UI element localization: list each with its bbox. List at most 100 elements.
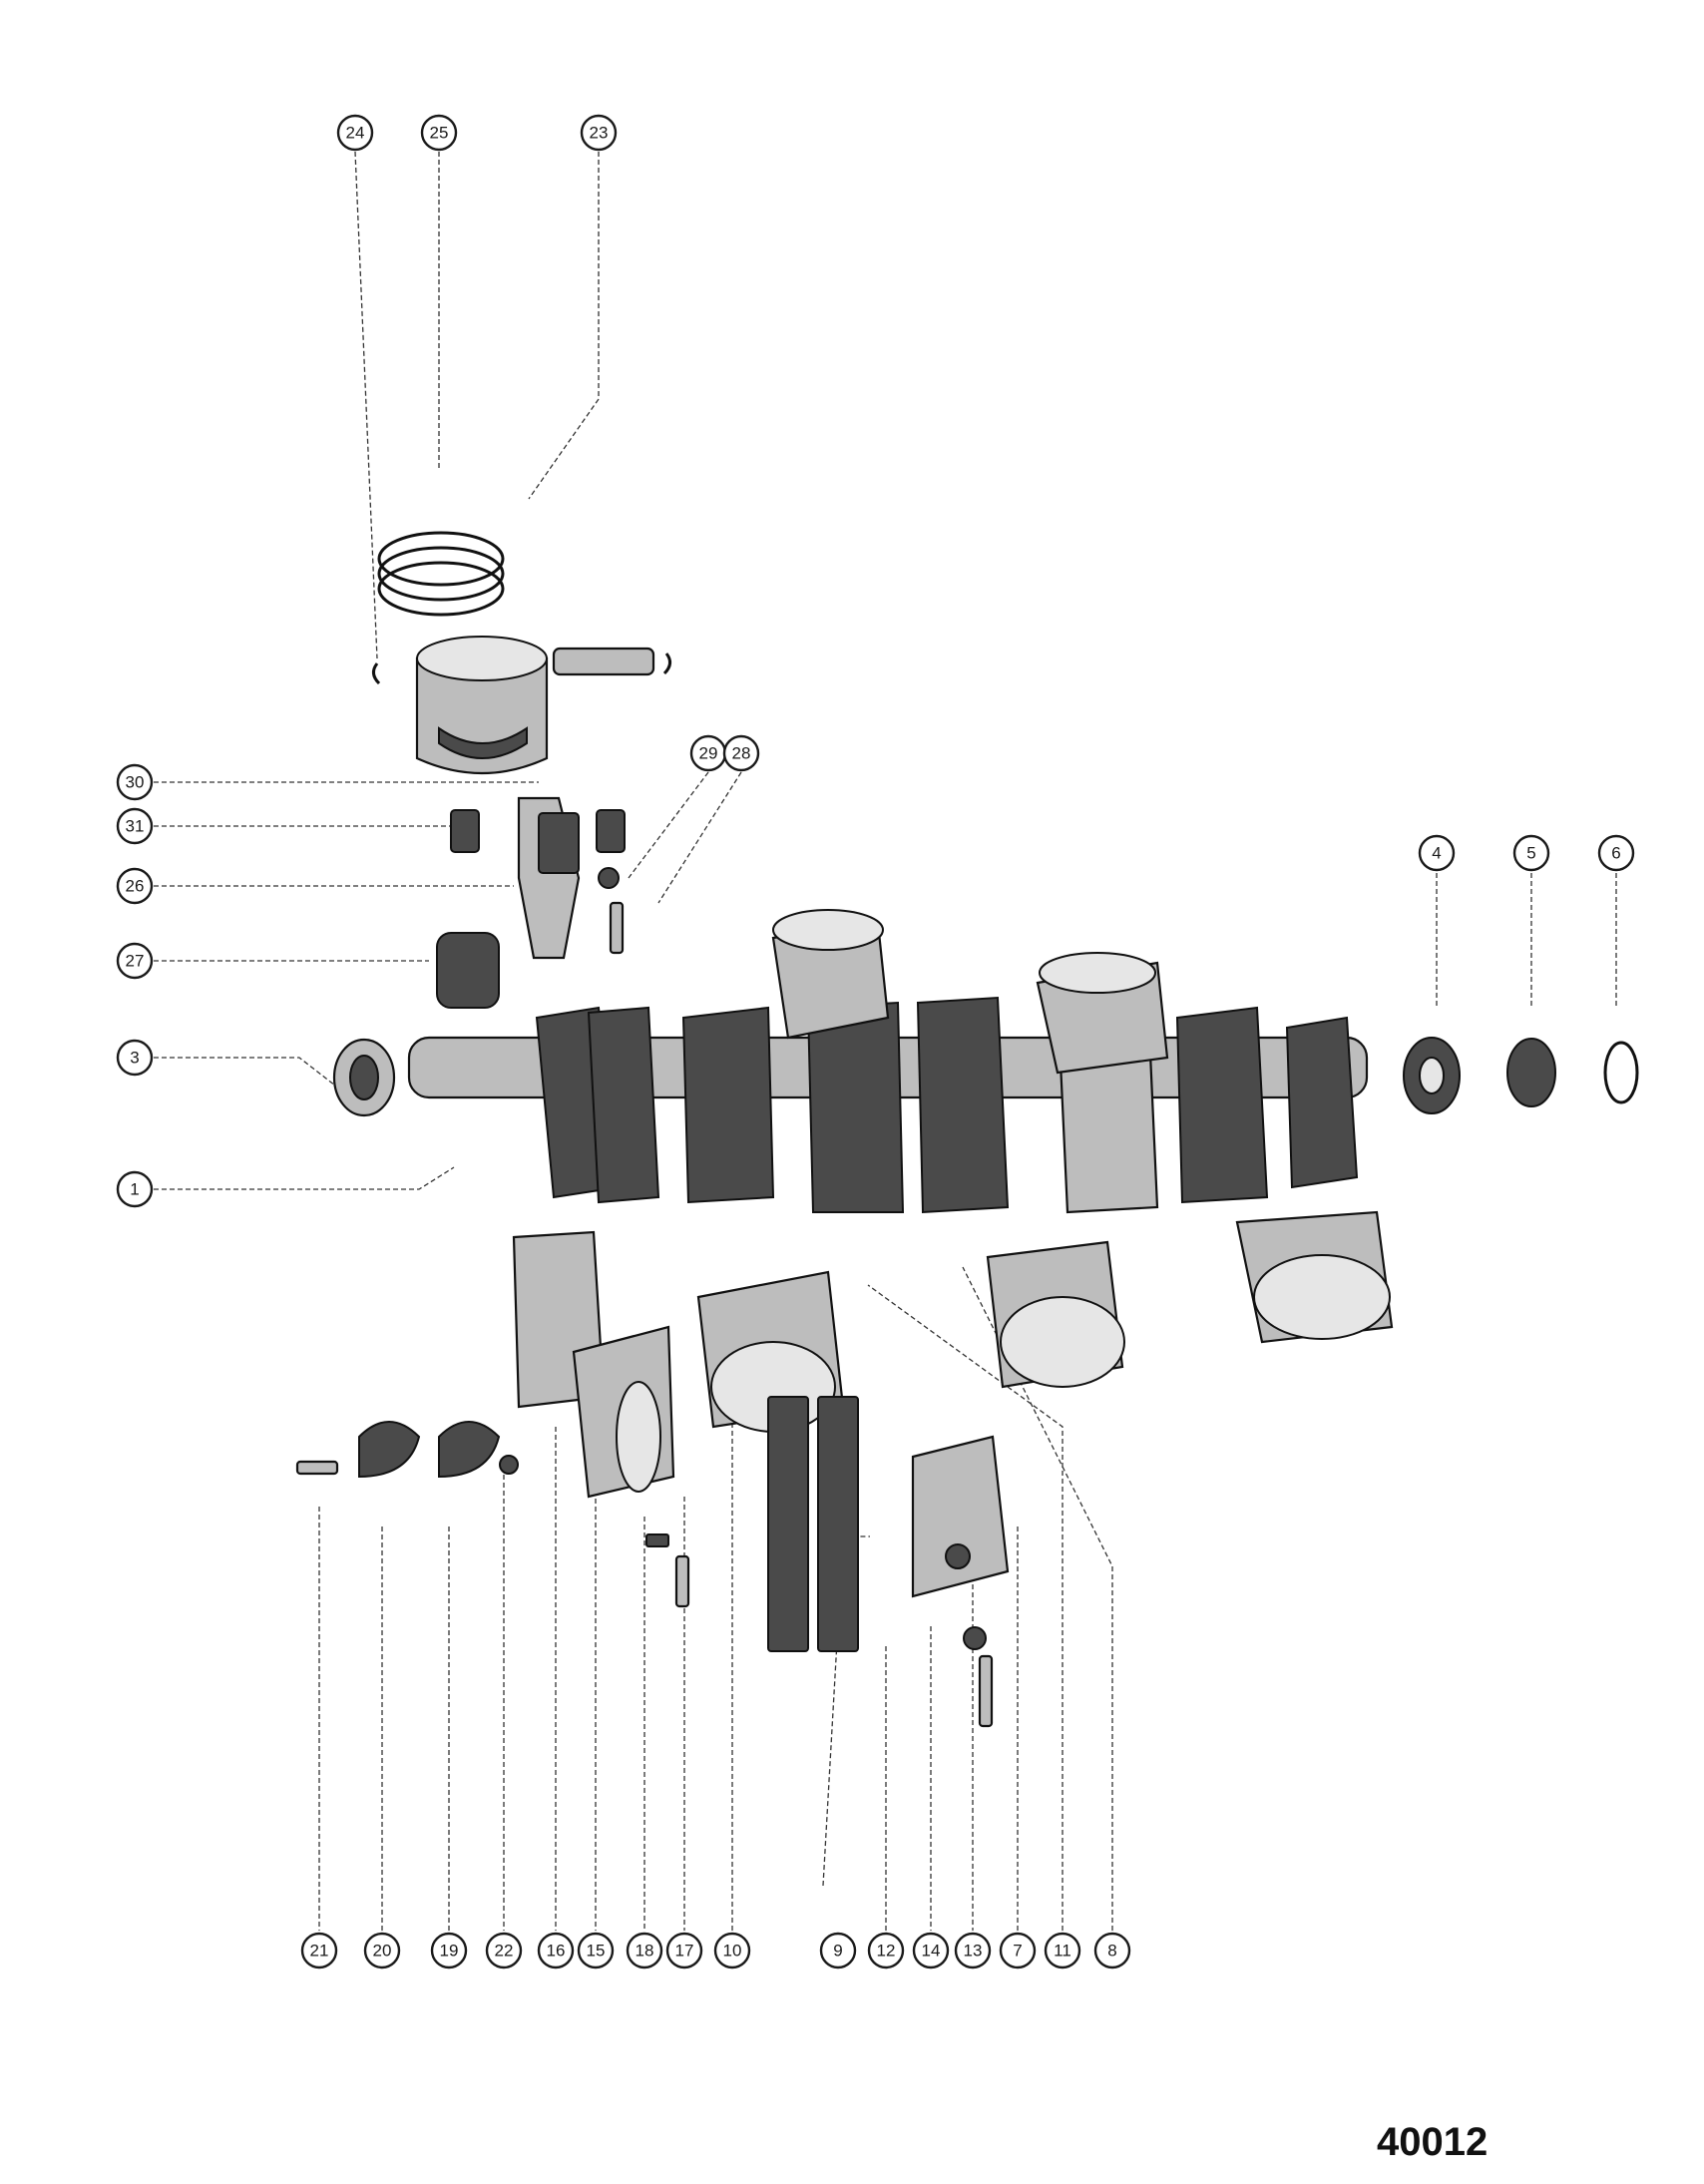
callout-25: 25 bbox=[420, 114, 458, 152]
piston-top bbox=[415, 636, 549, 775]
callout-17: 17 bbox=[665, 1932, 703, 1969]
callout-12: 12 bbox=[867, 1932, 905, 1969]
callout-circle bbox=[430, 1932, 468, 1969]
callout-number: 24 bbox=[346, 124, 365, 143]
callout-circle bbox=[626, 1932, 663, 1969]
callout-13: 13 bbox=[954, 1932, 992, 1969]
callout-26: 26 bbox=[116, 867, 154, 905]
callout-circle bbox=[116, 763, 154, 801]
callout-circle bbox=[300, 1932, 338, 1969]
callout-23: 23 bbox=[580, 114, 618, 152]
callout-circle bbox=[722, 734, 760, 772]
callout-3: 3 bbox=[116, 1039, 154, 1077]
callout-circle bbox=[116, 942, 154, 980]
callout-number: 19 bbox=[440, 1942, 459, 1961]
callout-circle bbox=[665, 1932, 703, 1969]
callout-number: 20 bbox=[373, 1942, 392, 1961]
callout-circle bbox=[999, 1932, 1037, 1969]
callout-circle bbox=[819, 1932, 857, 1969]
callout-10: 10 bbox=[713, 1932, 751, 1969]
callout-circle bbox=[912, 1932, 950, 1969]
callout-circle bbox=[867, 1932, 905, 1969]
callout-21: 21 bbox=[300, 1932, 338, 1969]
callout-5: 5 bbox=[1512, 834, 1550, 872]
callout-number: 5 bbox=[1526, 844, 1535, 863]
callout-number: 28 bbox=[732, 744, 751, 763]
pin-clips bbox=[372, 653, 671, 685]
callout-16: 16 bbox=[537, 1932, 575, 1969]
callout-circle bbox=[116, 807, 154, 845]
callout-circle bbox=[1418, 834, 1456, 872]
callout-circle bbox=[1093, 1932, 1131, 1969]
callout-number: 27 bbox=[126, 952, 145, 971]
callout-15: 15 bbox=[577, 1932, 615, 1969]
callout-28: 28 bbox=[722, 734, 760, 772]
callout-circle bbox=[116, 867, 154, 905]
callout-7: 7 bbox=[999, 1932, 1037, 1969]
callout-4: 4 bbox=[1418, 834, 1456, 872]
small-bolts bbox=[645, 1533, 994, 1728]
crankshaft bbox=[407, 986, 1369, 1214]
callout-number: 29 bbox=[699, 744, 718, 763]
callout-number: 7 bbox=[1013, 1942, 1022, 1961]
callout-19: 19 bbox=[430, 1932, 468, 1969]
callout-circle bbox=[1597, 834, 1635, 872]
callout-29: 29 bbox=[689, 734, 727, 772]
callout-circle bbox=[577, 1932, 615, 1969]
callout-number: 13 bbox=[964, 1942, 983, 1961]
callout-number: 16 bbox=[547, 1942, 566, 1961]
callout-number: 23 bbox=[590, 124, 609, 143]
reed-plates bbox=[295, 1421, 519, 1479]
callout-circle bbox=[336, 114, 374, 152]
callout-8: 8 bbox=[1093, 1932, 1131, 1969]
callout-number: 18 bbox=[636, 1942, 654, 1961]
callout-27: 27 bbox=[116, 942, 154, 980]
callout-number: 17 bbox=[675, 1942, 694, 1961]
rod-cap-bolt bbox=[598, 867, 625, 955]
connecting-rod bbox=[517, 796, 581, 960]
callout-number: 22 bbox=[495, 1942, 514, 1961]
needle-bearing-27 bbox=[436, 932, 500, 1009]
callout-24: 24 bbox=[336, 114, 374, 152]
callout-9: 9 bbox=[819, 1932, 857, 1969]
callout-number: 25 bbox=[430, 124, 449, 143]
pistons-assembled bbox=[696, 909, 1394, 1433]
callout-6: 6 bbox=[1597, 834, 1635, 872]
callout-number: 12 bbox=[877, 1942, 896, 1961]
callout-30: 30 bbox=[116, 763, 154, 801]
callout-circle bbox=[420, 114, 458, 152]
callout-number: 14 bbox=[922, 1942, 941, 1961]
callout-circle bbox=[954, 1932, 992, 1969]
callout-circle bbox=[363, 1932, 401, 1969]
figure-number: 40012 bbox=[1377, 2120, 1489, 2164]
callout-circle bbox=[116, 1170, 154, 1208]
callout-number: 3 bbox=[130, 1049, 139, 1068]
callout-number: 8 bbox=[1107, 1942, 1116, 1961]
center-main-bearing-races bbox=[512, 1230, 675, 1499]
piston-pin bbox=[552, 647, 655, 676]
bearing-cages-upper bbox=[450, 809, 626, 853]
piston-rings bbox=[377, 531, 505, 617]
callout-number: 26 bbox=[126, 877, 145, 896]
callout-20: 20 bbox=[363, 1932, 401, 1969]
callout-22: 22 bbox=[485, 1932, 523, 1969]
callout-number: 11 bbox=[1054, 1942, 1071, 1961]
callout-circle bbox=[1044, 1932, 1081, 1969]
callout-18: 18 bbox=[626, 1932, 663, 1969]
callout-circle bbox=[537, 1932, 575, 1969]
callout-circle bbox=[580, 114, 618, 152]
callout-circle bbox=[116, 1039, 154, 1077]
callout-circle bbox=[485, 1932, 523, 1969]
callout-number: 21 bbox=[310, 1942, 329, 1961]
callout-number: 31 bbox=[126, 817, 145, 836]
callout-number: 1 bbox=[130, 1180, 139, 1199]
callout-number: 4 bbox=[1432, 844, 1441, 863]
callout-14: 14 bbox=[912, 1932, 950, 1969]
callout-1: 1 bbox=[116, 1170, 154, 1208]
main-bearing-3 bbox=[332, 1038, 396, 1117]
crank-end-seals bbox=[1403, 1037, 1639, 1114]
needle-rollers-9 bbox=[767, 1396, 859, 1652]
callout-number: 10 bbox=[723, 1942, 742, 1961]
